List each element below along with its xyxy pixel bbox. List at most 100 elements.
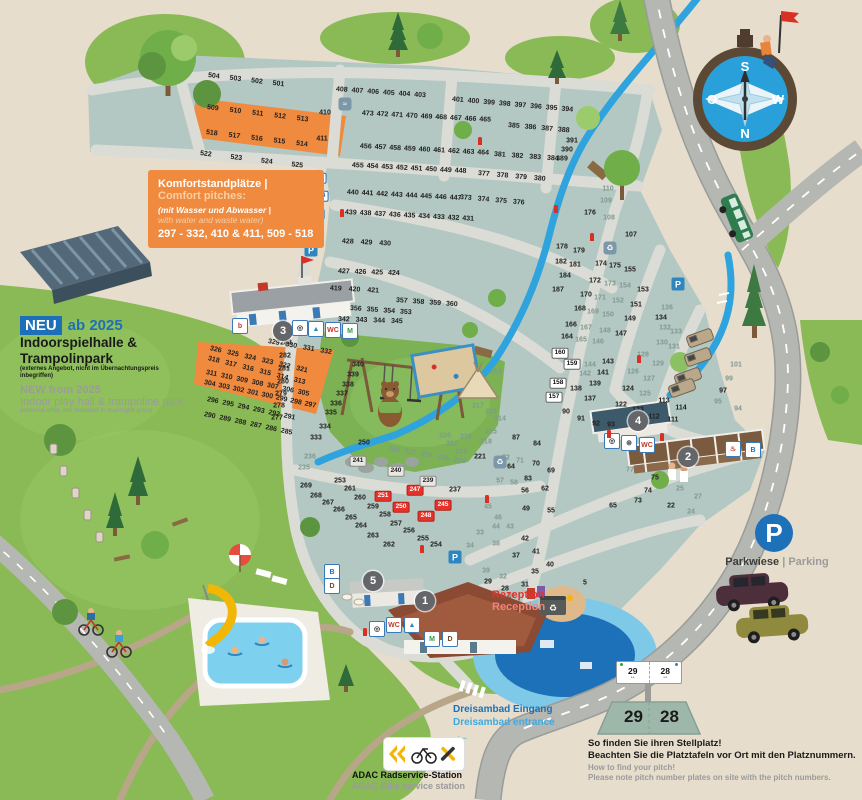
pitch-number: 148 xyxy=(599,327,611,335)
pitch-number: 512 xyxy=(273,112,287,121)
sandbox xyxy=(410,343,482,399)
camping-barrels xyxy=(49,443,104,543)
pitch-number: 360 xyxy=(445,300,458,309)
pitch-number: 91 xyxy=(577,415,585,423)
pitch-number: 454 xyxy=(366,162,379,171)
pitch-number: 410 xyxy=(319,109,331,117)
pitch-number: 182 xyxy=(555,258,567,266)
pitch-number: 386 xyxy=(524,123,537,132)
parked-cars xyxy=(716,573,809,644)
pitch-number: 317 xyxy=(224,359,238,370)
pitch-number: 344 xyxy=(373,317,386,325)
pitch-number: 288 xyxy=(233,417,247,427)
pitch-number: 57 xyxy=(496,477,504,485)
pitch-number: 55 xyxy=(547,507,555,515)
dreisambad-entrance-label: Dreisambad Eingang Dreisambad entrance ← xyxy=(453,704,555,744)
pitch-number: 397 xyxy=(514,101,527,110)
pitch-number: 219 xyxy=(460,433,472,441)
pitch-number: 127 xyxy=(643,375,655,383)
pitch-number: 461 xyxy=(433,146,446,155)
reception-en: Reception xyxy=(492,601,546,614)
pitch-number: 110 xyxy=(602,185,614,193)
howto-en-1: How to find your pitch! xyxy=(588,762,676,772)
pitch-number: 93 xyxy=(607,421,615,429)
pitch-number: 315 xyxy=(258,367,272,378)
pitch-number: 22 xyxy=(667,502,675,510)
pitch-number: 357 xyxy=(395,297,408,305)
compass-north: N xyxy=(740,126,749,141)
pitch-number: 448 xyxy=(454,167,467,175)
parking-en: Parking xyxy=(788,556,829,568)
pitch-number: 237 xyxy=(449,486,461,494)
dryer-icon: ⊚ xyxy=(621,435,637,451)
pitch-number: 111 xyxy=(667,416,679,424)
tools-icon xyxy=(440,746,456,761)
rental-unit-tag: 248 xyxy=(417,510,435,522)
howto-de-2: Beachten Sie die Platztafeln vor Ort mit… xyxy=(588,750,856,762)
pitch-number: 376 xyxy=(512,198,525,207)
pitch-number: 149 xyxy=(624,315,636,323)
pitch-number: 511 xyxy=(251,109,264,118)
howto-de-1: So finden Sie ihren Stellplatz! xyxy=(588,738,722,749)
pitch-number: 167 xyxy=(580,324,592,332)
pitch-number: 305 xyxy=(296,388,310,398)
pitch-number: 427 xyxy=(337,268,350,276)
flag-bearer-figure xyxy=(760,11,799,69)
pitch-number: 373 xyxy=(459,194,472,203)
pitch-sign-base-numbers: 29 28 xyxy=(598,700,700,736)
pitch-number: 433 xyxy=(432,213,445,222)
pitch-number: 69 xyxy=(547,467,555,475)
pitch-number: 139 xyxy=(589,380,601,388)
legend-pitch-numbers: 297 - 332, 410 & 411, 509 - 518 xyxy=(158,228,314,240)
pitch-number: 137 xyxy=(584,395,596,403)
pitch-number: 268 xyxy=(310,492,322,500)
pitch-number: 321 xyxy=(295,364,309,375)
pitch-number: 432 xyxy=(447,214,460,222)
pitch-sign-example xyxy=(596,680,702,735)
pitch-number: 255 xyxy=(417,535,429,543)
pitch-number: 147 xyxy=(615,330,627,338)
pitch-number: 267 xyxy=(322,499,334,507)
laundry-icon: ◎ xyxy=(292,320,308,336)
pitch-number: 124 xyxy=(622,385,634,393)
pitch-number: 221 xyxy=(474,453,486,461)
pitch-number: 49 xyxy=(522,505,530,513)
hydrant-icon xyxy=(363,628,367,636)
parking-sign-icon: P xyxy=(671,277,685,291)
pitch-number: 154 xyxy=(619,282,631,290)
waste-station: ♻ xyxy=(527,586,566,615)
pitch-number: 441 xyxy=(361,189,374,198)
pitch-number: 523 xyxy=(230,153,243,163)
pitch-number: 146 xyxy=(592,338,604,346)
pitch-number: 218 xyxy=(480,438,492,446)
hydrant-icon xyxy=(478,137,482,145)
dreisambad-de: Dreisambad Eingang xyxy=(453,704,553,715)
neu-title-line1: Indoorspielhalle & xyxy=(20,335,138,350)
pitch-number: 130 xyxy=(656,339,668,347)
pitch-number: 166 xyxy=(565,321,577,329)
pitch-number: 334 xyxy=(319,423,331,431)
pitch-number: 442 xyxy=(376,190,389,199)
pitch-number: 129 xyxy=(652,360,664,368)
pitch-number: 42 xyxy=(521,535,529,543)
pitch-number: 214 xyxy=(494,415,506,423)
teepee xyxy=(456,361,500,399)
pitch-number: 405 xyxy=(382,89,395,98)
conifer xyxy=(388,12,408,57)
rental-unit-tag: 250 xyxy=(392,501,410,513)
bed-icon: B xyxy=(745,442,761,458)
rental-unit-tag: 240 xyxy=(387,465,405,477)
hydrant-icon xyxy=(554,205,558,213)
pitch-number: 401 xyxy=(451,96,464,105)
pitch-number: 509 xyxy=(206,104,220,113)
pitch-number: 109 xyxy=(600,197,612,205)
pitch-number: 33 xyxy=(476,529,484,537)
pitch-number: 408 xyxy=(335,86,348,94)
pitch-number: 293 xyxy=(252,405,266,416)
pitch-number: 150 xyxy=(602,311,614,319)
pitch-number: 467 xyxy=(449,114,462,123)
pitch-number: 466 xyxy=(464,115,477,123)
